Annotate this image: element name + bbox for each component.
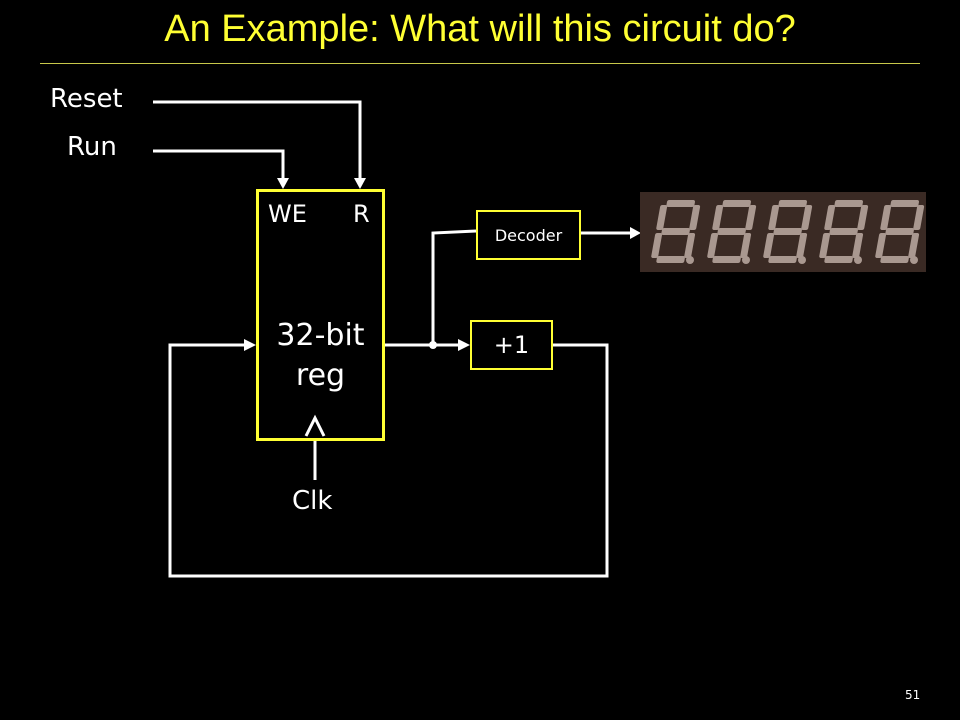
display-segment xyxy=(890,200,920,207)
display-segment xyxy=(824,205,836,230)
reset-wire xyxy=(153,100,362,182)
display-segment xyxy=(819,233,831,258)
junction-dot xyxy=(429,341,437,349)
incrementer-block: +1 xyxy=(470,320,553,370)
display-segment xyxy=(875,233,887,258)
display-segment xyxy=(651,233,663,258)
display-segment xyxy=(857,205,869,230)
display-segment xyxy=(778,200,808,207)
display-digit xyxy=(875,200,925,263)
slide-title: An Example: What will this circuit do? xyxy=(164,8,796,50)
display-segment xyxy=(908,233,920,258)
feedback-wire xyxy=(168,343,609,578)
title-divider xyxy=(40,63,920,64)
display-segment xyxy=(712,256,741,263)
display-segment xyxy=(880,205,892,230)
decoder-branch-wire xyxy=(431,229,477,345)
register-name: 32-bit reg xyxy=(276,318,365,393)
display-decimal-point xyxy=(798,256,806,264)
display-segment xyxy=(773,228,802,235)
display-segment xyxy=(745,205,757,230)
display-segment xyxy=(768,205,780,230)
display-decimal-point xyxy=(910,256,918,264)
display-digit xyxy=(707,200,757,263)
feedback-arrowhead xyxy=(244,339,256,351)
write-enable-pin-label: WE xyxy=(268,200,307,228)
reset-label: Reset xyxy=(50,84,123,114)
display-segment xyxy=(722,200,752,207)
display-segment xyxy=(740,233,752,258)
run-wire xyxy=(153,149,285,182)
display-segment xyxy=(829,228,858,235)
reset-pin-label: R xyxy=(353,200,370,228)
display-segment xyxy=(796,233,808,258)
clock-label: Clk xyxy=(292,486,333,516)
display-segment xyxy=(712,205,724,230)
seven-segment-display xyxy=(640,192,926,272)
display-segment xyxy=(684,233,696,258)
page-number: 51 xyxy=(905,688,921,702)
display-segment xyxy=(834,200,864,207)
display-decimal-point xyxy=(854,256,862,264)
display-segment xyxy=(656,256,685,263)
display-decimal-point xyxy=(742,256,750,264)
display-segment xyxy=(656,205,668,230)
display-digit xyxy=(651,200,701,263)
register-block xyxy=(256,189,385,441)
display-segment xyxy=(717,228,746,235)
display-segment xyxy=(689,205,701,230)
decoder-block: Decoder xyxy=(476,210,581,260)
display-digit xyxy=(819,200,869,263)
display-segment xyxy=(707,233,719,258)
display-segment xyxy=(885,228,914,235)
incrementer-label: +1 xyxy=(493,331,530,359)
display-segment xyxy=(801,205,813,230)
clock-edge-symbol xyxy=(304,414,326,437)
decoder-label: Decoder xyxy=(494,225,563,245)
display-digit xyxy=(763,200,813,263)
display-segment xyxy=(913,205,925,230)
reset-arrowhead xyxy=(354,178,366,189)
display-segment xyxy=(768,256,797,263)
display-decimal-point xyxy=(686,256,694,264)
display-segment xyxy=(880,256,909,263)
display-segment xyxy=(763,233,775,258)
display-segment xyxy=(666,200,696,207)
display-segment xyxy=(661,228,690,235)
run-label: Run xyxy=(67,132,117,162)
run-arrowhead xyxy=(277,178,289,189)
display-segment xyxy=(824,256,853,263)
display-segment xyxy=(852,233,864,258)
display-arrowhead xyxy=(630,227,641,239)
increment-arrowhead xyxy=(458,339,470,351)
